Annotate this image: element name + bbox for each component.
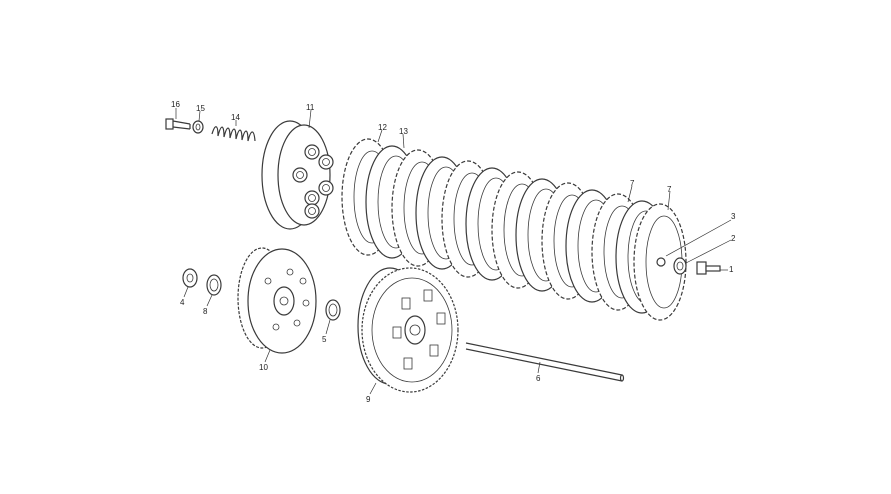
part-pushrod-6 — [465, 342, 625, 382]
part-washer-5 — [325, 299, 341, 321]
callout-13: 13 — [399, 127, 408, 136]
part-collar-15 — [192, 120, 204, 134]
callout-16: 16 — [171, 100, 180, 109]
callout-10: 10 — [259, 363, 268, 372]
callout-7b: 7 — [667, 185, 672, 194]
callout-3: 3 — [731, 212, 736, 221]
callout-14: 14 — [231, 113, 240, 122]
callout-5: 5 — [322, 335, 327, 344]
leader-lines — [175, 108, 732, 395]
part-clutch-plates-stack — [341, 138, 687, 321]
callout-8: 8 — [203, 307, 208, 316]
callout-9: 9 — [366, 395, 371, 404]
part-bolt-16 — [165, 118, 191, 130]
callout-7a: 7 — [630, 179, 635, 188]
callout-1: 1 — [729, 265, 734, 274]
part-pressure-plate-11 — [261, 120, 334, 230]
callout-4: 4 — [180, 298, 185, 307]
part-clutch-hub-10 — [237, 247, 317, 354]
callout-12: 12 — [378, 123, 387, 132]
part-nut-4 — [182, 268, 198, 288]
part-clutch-basket-9 — [357, 267, 459, 393]
part-bolt-1 — [696, 261, 721, 275]
part-washer-2 — [673, 257, 687, 275]
part-washer-8 — [206, 274, 222, 296]
callout-15: 15 — [196, 104, 205, 113]
callout-11: 11 — [306, 103, 315, 112]
callout-6: 6 — [536, 374, 541, 383]
part-spring-14 — [211, 126, 256, 142]
callout-2: 2 — [731, 234, 736, 243]
